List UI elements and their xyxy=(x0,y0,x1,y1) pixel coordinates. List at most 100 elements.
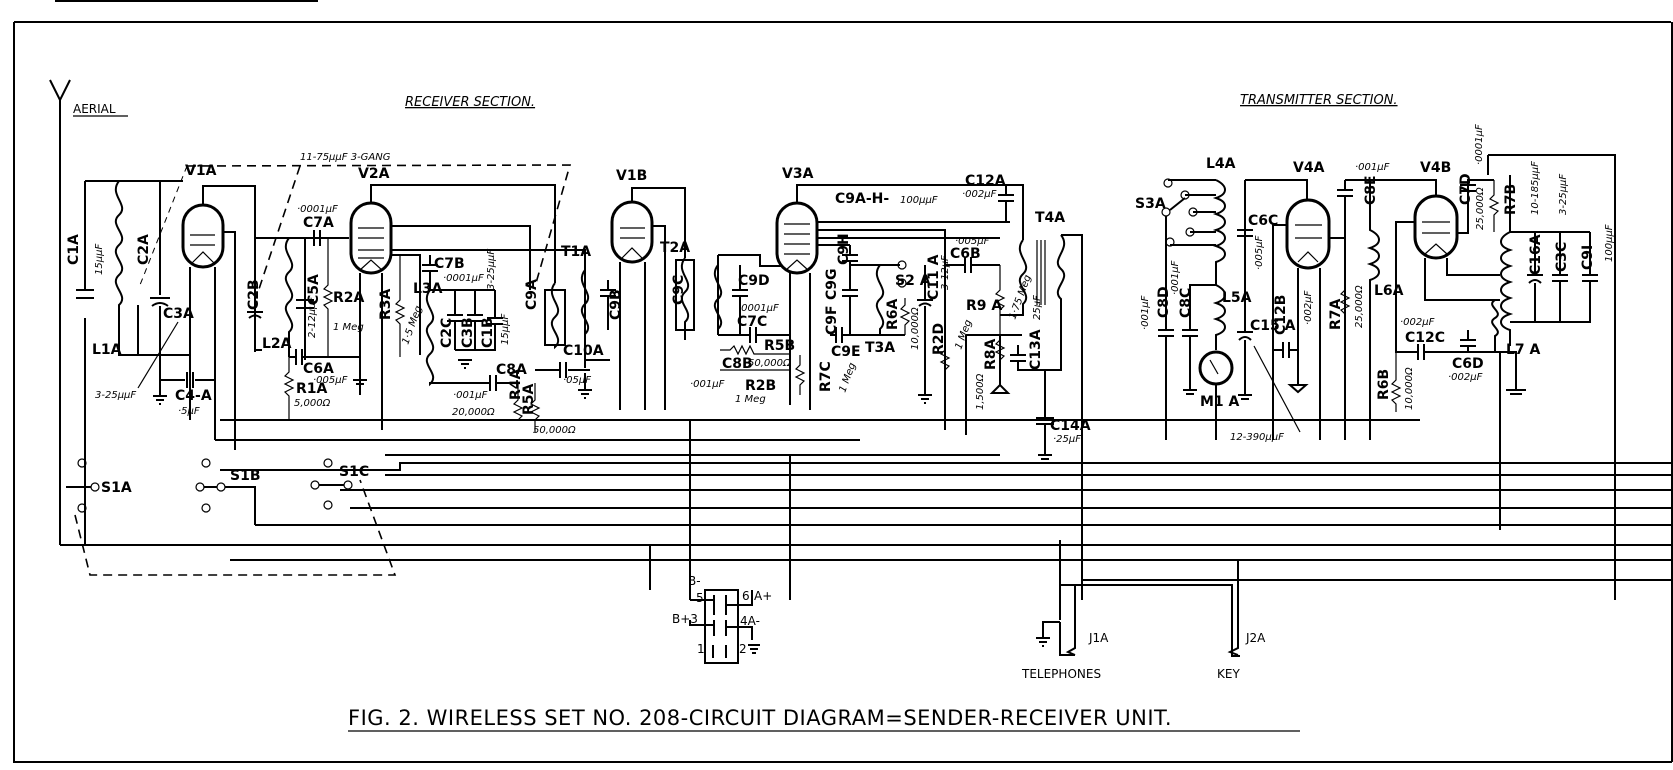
r1a-label: R1A xyxy=(296,381,328,397)
c9e-label: C9E xyxy=(831,344,861,360)
transmitter-section: L4A S3A L5A C8D ·001µF C8C ·001µF M1 A C… xyxy=(1135,124,1616,600)
c5a-label: C5A xyxy=(306,274,322,305)
c8b-value: ·001µF xyxy=(690,379,725,390)
c9g-label: C9G xyxy=(824,268,840,300)
gang-link xyxy=(186,164,572,293)
t1a-label: T1A xyxy=(561,244,591,260)
j2a-label: J2A xyxy=(1245,631,1266,645)
c1a-label: C1A xyxy=(66,234,82,265)
c2a-label: C2A xyxy=(136,234,152,265)
r7a-label: R7A xyxy=(1328,298,1344,330)
c3c-label: C3C xyxy=(1554,242,1570,272)
r4a-value: 20,000Ω xyxy=(452,407,495,418)
pin-6-label: 6 xyxy=(742,589,750,603)
c6b-value: ·005µF xyxy=(955,236,990,247)
jack-j2a[interactable]: J2A KEY xyxy=(1217,560,1266,681)
c9c-label: C9C xyxy=(671,275,687,305)
pin-4-a-minus-label: 4A- xyxy=(740,614,760,628)
c7c-value: ·0001µF xyxy=(738,303,779,314)
c14a-value: ·25µF xyxy=(1053,434,1081,445)
c6c-value: ·005µF xyxy=(1254,235,1265,270)
drawing-frame xyxy=(13,21,1673,763)
c12a-label: C12A xyxy=(965,173,1006,189)
c9i-value: 100µµF xyxy=(1604,224,1615,262)
c5a-value: 2-12µµF xyxy=(307,297,318,338)
transmitter-section-heading: TRANSMITTER SECTION. xyxy=(1240,93,1398,108)
r8a-value: 1,500Ω xyxy=(975,373,986,410)
c7b-label: C7B xyxy=(434,256,465,272)
l4a-coil xyxy=(1212,179,1226,285)
l3a-label: L3A xyxy=(413,281,443,297)
v4a-label: V4A xyxy=(1293,160,1325,176)
v3a-valve-icon xyxy=(775,201,819,275)
switch-s1a[interactable]: S1A xyxy=(66,458,132,513)
c9d-label: C9D xyxy=(738,273,770,289)
pin-b-minus-label: B- xyxy=(688,574,701,588)
r6b-label: R6B xyxy=(1376,369,1392,400)
c7c-label: C7C xyxy=(737,314,767,330)
c3a-label: C3A xyxy=(163,306,194,322)
c8e-value: ·001µF xyxy=(1355,162,1390,173)
v2a-label: V2A xyxy=(358,166,390,182)
c11a-label: C11 A xyxy=(926,254,942,300)
v1a-stage: C1A 15µµF L1A C2A C3A 3-25µµF C4-A ·5µF … xyxy=(66,163,256,545)
c13a-label: C13A xyxy=(1028,329,1044,370)
v3a-label: V3A xyxy=(782,166,814,182)
t3a-label: T3A xyxy=(865,340,895,356)
c1b-value: 15µµF xyxy=(500,314,511,345)
gang-note: 11-75µµF 3-GANG xyxy=(300,152,391,163)
r9a-label: R9 A xyxy=(966,298,1002,314)
l7a-label: L7 A xyxy=(1506,342,1541,358)
r2d-label: R2D xyxy=(931,323,947,355)
c6a-label: C6A xyxy=(303,361,334,377)
c6c-label: C6C xyxy=(1248,213,1278,229)
v4b-tank xyxy=(1500,231,1598,346)
r2b-value: 1 Meg xyxy=(735,394,766,405)
c7a-value: ·0001µF xyxy=(297,204,338,215)
r2a-value: 1 Meg xyxy=(333,322,364,333)
c9i-label: C9I xyxy=(1580,245,1596,270)
pin-a-plus-label: A+ xyxy=(754,589,772,603)
r5a-value: 50,000Ω xyxy=(533,425,576,436)
c2c-label: C2C xyxy=(439,318,455,348)
key-label: KEY xyxy=(1217,667,1240,681)
power-connector: B- 5 6 A+ B+3 4A- 1 2 xyxy=(672,574,772,664)
c12c-label: C12C xyxy=(1405,330,1445,346)
c12b-label: C12B xyxy=(1273,295,1289,335)
l5a-label: L5A xyxy=(1222,290,1252,306)
c16a-label: C16A xyxy=(1528,234,1544,275)
c8c-label: C8C xyxy=(1178,288,1194,318)
c6d-value: ·002µF xyxy=(1448,372,1483,383)
c3c-value: 3-25µµF xyxy=(1558,174,1569,215)
r5b-label: R5B xyxy=(764,338,795,354)
v4a-valve-icon xyxy=(1285,198,1331,270)
c6a-value: ·005µF xyxy=(313,375,348,386)
c12b-value: ·002µF xyxy=(1303,290,1314,325)
r2a-label: R2A xyxy=(333,290,365,306)
c7d-label: C7D xyxy=(1458,173,1474,205)
receiver-section-heading: RECEIVER SECTION. xyxy=(405,95,535,110)
l1a-label: L1A xyxy=(92,342,122,358)
pin-2-label: 2 xyxy=(739,642,747,656)
transformer-core xyxy=(1036,240,1046,305)
c9ah-label: C9A-H- xyxy=(835,191,889,207)
c11a-value: 3-12µF xyxy=(940,255,951,290)
c8a-label: C8A xyxy=(496,362,527,378)
r7b-value: 25,000Ω xyxy=(1475,187,1486,230)
r7c-value: 1 Meg xyxy=(837,361,858,394)
switch-s1b[interactable]: S1B xyxy=(195,458,261,525)
jack-j1a[interactable]: J1A TELEPHONES xyxy=(1021,540,1233,681)
c7a-label: C7A xyxy=(303,215,334,231)
c4a-value: ·5µF xyxy=(178,406,200,417)
c1a-value: 15µµF xyxy=(94,244,105,275)
c9a-label: C9A xyxy=(524,279,540,310)
aerial-label: AERIAL xyxy=(73,102,116,116)
r6b-value: 10,000Ω xyxy=(1404,367,1415,410)
switch-s1c[interactable]: S1C xyxy=(310,458,369,510)
s1c-label: S1C xyxy=(339,464,369,480)
r8a-label: R8A xyxy=(983,338,999,370)
r6a-value: 10,000Ω xyxy=(910,307,921,350)
meter-m1a-icon xyxy=(1198,350,1234,386)
s3a-label: S3A xyxy=(1135,196,1166,212)
c10a-label: C10A xyxy=(563,343,604,359)
